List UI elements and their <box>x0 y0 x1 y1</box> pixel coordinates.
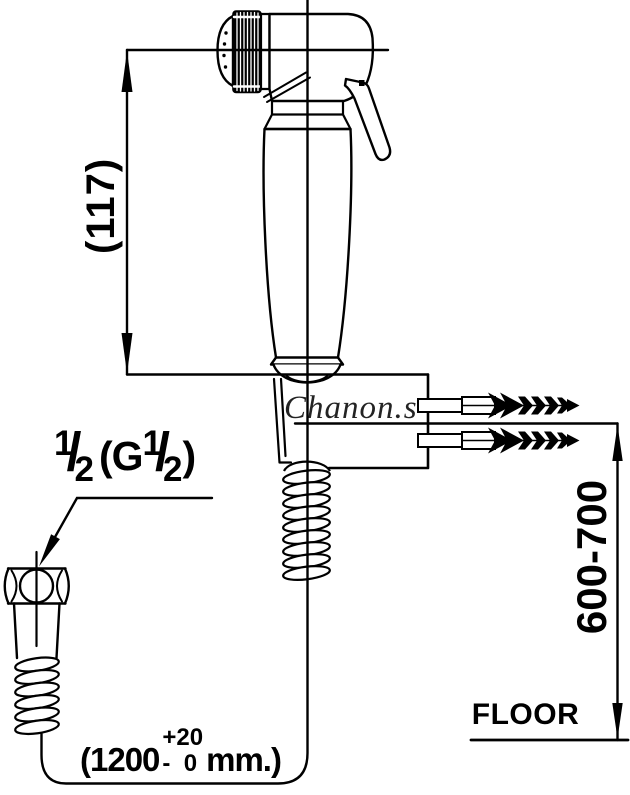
floor-label: FLOOR <box>471 698 580 731</box>
dimension-mount-height: 600-700 <box>568 479 615 635</box>
knurled-ring <box>232 10 262 94</box>
thread-g-prefix: (G <box>98 433 144 479</box>
thread-close-paren: ) <box>182 433 197 479</box>
screw-anchor-top <box>417 392 580 419</box>
wall-bracket-drawing <box>272 373 430 470</box>
hose-length-unit: mm.) <box>206 741 282 778</box>
hose-length-value: (1200 <box>80 741 160 778</box>
connector-coil <box>14 656 60 736</box>
watermark-text: Chanon.s <box>284 390 418 426</box>
dimension-head-height: (117) <box>79 157 123 254</box>
arrowheads <box>39 51 623 739</box>
leader-line <box>44 496 214 555</box>
screw-anchor-bottom <box>417 427 580 454</box>
thread-fraction-1: 1 / 2 <box>54 422 94 489</box>
tolerance-plus: +20 <box>162 724 204 751</box>
sprayer-drawing <box>216 10 392 384</box>
hose-length-tolerance: +20 - 0 <box>162 725 203 777</box>
dimension-lines <box>35 0 630 785</box>
thread-fraction-2: 1 / 2 <box>142 422 183 489</box>
spray-holes <box>222 31 228 69</box>
hose-length-label: (1200 +20 - 0 mm.) <box>80 722 282 778</box>
tolerance-minus: - 0 <box>162 750 198 777</box>
hose-line <box>40 0 309 785</box>
thread-size-label: 1 / 2 (G 1 / 2 ) <box>54 422 196 489</box>
connector-drawing <box>3 567 70 736</box>
trigger-pivot <box>359 80 365 86</box>
